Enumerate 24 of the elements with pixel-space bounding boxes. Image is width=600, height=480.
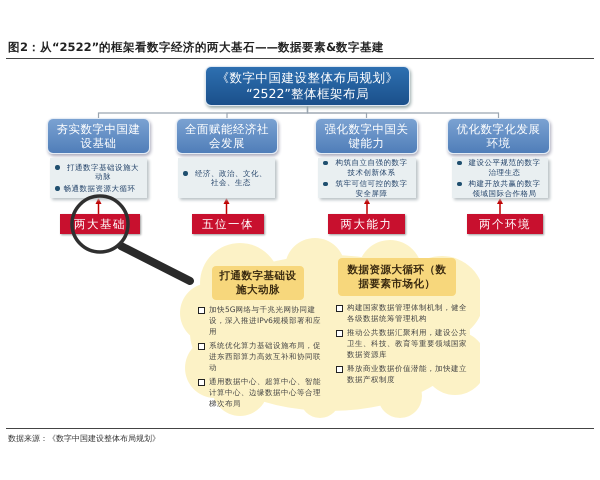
tag-box: 五位一体 bbox=[192, 214, 264, 234]
pillar-box: 优化数字化发展环境 bbox=[447, 118, 550, 154]
bullet-card bbox=[178, 158, 275, 198]
cloud-heading: 数据资源大循环（数据要素市场化） bbox=[338, 258, 456, 296]
figure-title: 图2：从“2522”的框架看数字经济的两大基石——数据要素&数字基建 bbox=[8, 40, 384, 55]
arrow bbox=[497, 198, 503, 214]
pillar-box: 全面赋能经济社会发展 bbox=[176, 118, 278, 154]
tag-box: 两大基础 bbox=[60, 214, 140, 234]
pillar-box: 强化数字中国关键能力 bbox=[315, 118, 418, 154]
banner-heading: 《数字中国建设整体布局规划》 bbox=[216, 70, 400, 86]
banner-subheading: “2522”整体框架布局 bbox=[245, 86, 370, 102]
source-note: 数据来源：《数字中国建设整体布局规划》 bbox=[8, 433, 160, 444]
tag-box: 两个环境 bbox=[467, 214, 543, 234]
arrow bbox=[364, 198, 370, 214]
arrow bbox=[96, 198, 102, 214]
bullet-card bbox=[318, 158, 416, 198]
title-banner bbox=[205, 66, 410, 106]
connector-line bbox=[306, 106, 500, 118]
cloud-heading: 打通数字基础设施大动脉 bbox=[212, 266, 304, 300]
tag-box: 两大能力 bbox=[328, 214, 405, 234]
arrow bbox=[224, 198, 230, 214]
pillar-box: 夯实数字中国建设基础 bbox=[47, 118, 150, 154]
bullet-card bbox=[50, 158, 147, 198]
bullet-card bbox=[452, 158, 548, 198]
